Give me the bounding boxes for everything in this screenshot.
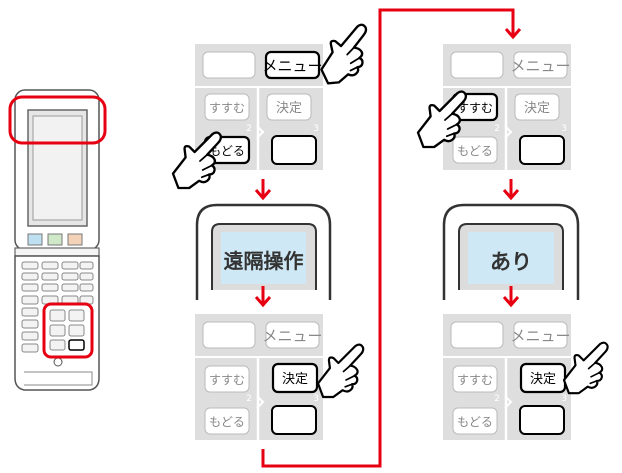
modoru-key-label: もどる xyxy=(209,144,245,158)
kettei-key-label: 決定 xyxy=(282,372,308,387)
susumu-key-label: すすむ xyxy=(209,373,245,387)
menu-key-label: メニュー xyxy=(262,57,322,75)
menu-key-label: メニュー xyxy=(262,327,322,345)
pointing-hand-icon xyxy=(316,23,372,85)
susumu-key-label: すすむ xyxy=(209,101,245,115)
num2-label: 2 xyxy=(494,124,500,134)
step3-key-panel: メニュー すすむ 決定 もどる 2 3 xyxy=(195,314,323,440)
screen-text-ari: あり xyxy=(490,250,532,274)
kettei-key[interactable] xyxy=(271,362,319,394)
num2-label: 2 xyxy=(494,394,500,404)
step2-device-screen: 遠隔操作 xyxy=(195,203,332,300)
step5-device-screen: あり xyxy=(442,203,580,300)
keypad-highlight xyxy=(42,302,94,359)
flow-line xyxy=(261,8,515,468)
step6-key-panel: メニュー すすむ 決定 もどる 2 3 xyxy=(443,314,571,440)
screen-highlight xyxy=(8,95,107,145)
susumu-key-label: すすむ xyxy=(457,101,493,115)
pointing-hand-icon xyxy=(316,343,365,399)
kettei-key-label: 決定 xyxy=(524,101,550,116)
modoru-key-label: もどる xyxy=(457,415,493,429)
menu-key-label: メニュー xyxy=(510,57,570,75)
num3-label: 3 xyxy=(313,394,319,404)
num3-label: 3 xyxy=(561,124,567,134)
num2-label: 2 xyxy=(246,124,252,134)
arrow-down-icon xyxy=(254,177,272,200)
kettei-key-label: 決定 xyxy=(530,372,556,387)
arrow-down-icon xyxy=(502,177,520,200)
num2-label: 2 xyxy=(246,394,252,404)
phone-illustration xyxy=(8,89,107,391)
step1-key-panel: メニュー すすむ 決定 もどる 2 3 xyxy=(195,44,323,170)
screen-text-remote-operation: 遠隔操作 xyxy=(224,249,304,273)
num3-label: 3 xyxy=(313,124,319,134)
num3-label: 3 xyxy=(561,394,567,404)
menu-key-label: メニュー xyxy=(510,327,570,345)
modoru-key-label: もどる xyxy=(209,415,245,429)
step4-key-panel: メニュー すすむ 決定 もどる 2 3 xyxy=(443,44,571,170)
arrow-down-icon xyxy=(504,16,522,39)
kettei-key-label: 決定 xyxy=(276,101,302,116)
menu-key[interactable] xyxy=(264,50,321,80)
susumu-key-label: すすむ xyxy=(457,373,493,387)
modoru-key-label: もどる xyxy=(457,144,493,158)
